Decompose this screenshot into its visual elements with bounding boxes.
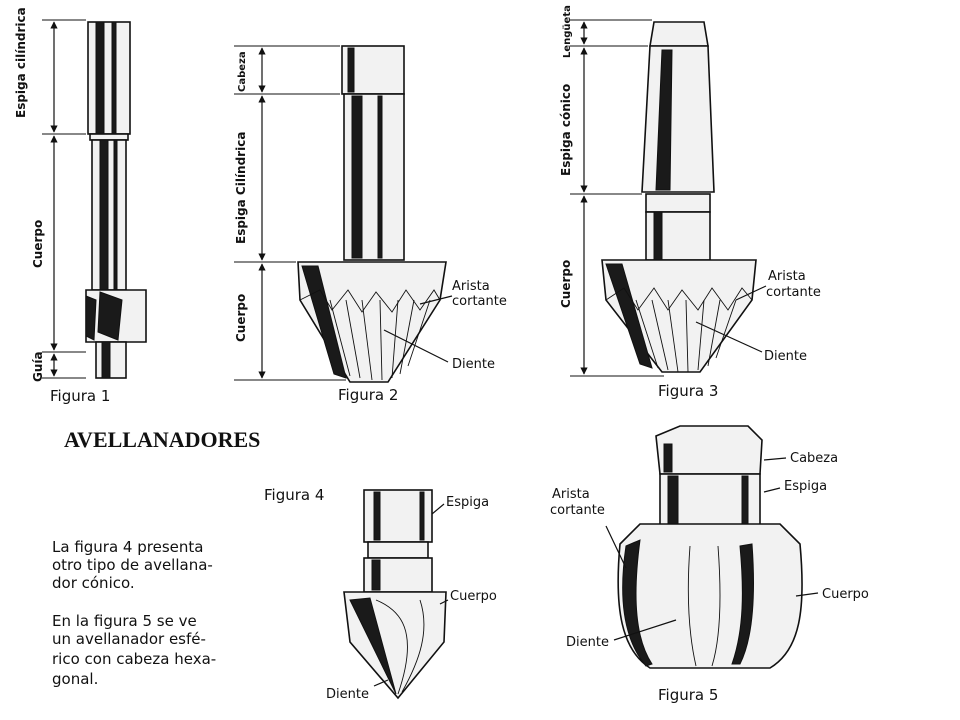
fig2-espiga-dim: Espiga Cilíndrica — [234, 132, 248, 244]
description-text: La figura 4 presenta otro tipo de avella… — [52, 538, 216, 688]
figure-1-dimensions: Espiga cilíndrica Cuerpo Guía — [14, 7, 86, 382]
figure-3-caption: Figura 3 — [658, 382, 718, 400]
figure-3: Lengüeta Espiga cónico Cuerpo Arista cor… — [559, 5, 821, 400]
text-line: un avellanador esfé- — [52, 630, 206, 648]
fig2-diente-label: Diente — [452, 357, 495, 372]
fig1-cuerpo-dim: Cuerpo — [31, 220, 45, 268]
figure-2-drawing — [297, 45, 447, 383]
figure-5: Cabeza Espiga Arista cortante Cuerpo Die… — [550, 425, 869, 704]
text-line: En la figura 5 se ve — [52, 612, 197, 630]
figure-2-dimensions: Cabeza Espiga Cilíndrica Cuerpo Arista c… — [234, 45, 507, 381]
figure-4: Figura 4 Espiga Cuerpo Diente — [264, 486, 497, 702]
fig4-diente-label: Diente — [326, 687, 369, 702]
fig1-espiga-dim: Espiga cilíndrica — [14, 7, 28, 118]
fig3-diente-label: Diente — [764, 349, 807, 364]
fig2-arista-label: Arista — [452, 279, 490, 294]
figure-4-caption: Figura 4 — [264, 486, 324, 504]
fig4-espiga-label: Espiga — [446, 495, 489, 510]
figure-1: Espiga cilíndrica Cuerpo Guía Figura 1 — [14, 7, 147, 405]
figure-5-caption: Figura 5 — [658, 686, 718, 704]
text-line: rico con cabeza hexa- — [52, 650, 216, 668]
figure-5-drawing — [617, 425, 803, 669]
figure-3-drawing — [601, 21, 757, 373]
figure-1-caption: Figura 1 — [50, 387, 110, 405]
page-title: AVELLANADORES — [64, 427, 260, 452]
fig2-cuerpo-dim: Cuerpo — [234, 294, 248, 342]
fig5-arista-label: Arista — [552, 487, 590, 502]
fig3-espiga-dim: Espiga cónico — [559, 84, 573, 176]
text-line: La figura 4 presenta — [52, 538, 203, 556]
fig5-diente-label: Diente — [566, 635, 609, 650]
fig3-cuerpo-dim: Cuerpo — [559, 260, 573, 308]
figure-1-drawing — [85, 21, 147, 379]
fig5-espiga-label: Espiga — [784, 479, 827, 494]
figure-2-caption: Figura 2 — [338, 386, 398, 404]
fig1-guia-dim: Guía — [31, 351, 45, 382]
text-line: gonal. — [52, 670, 98, 688]
fig2-cabeza-dim: Cabeza — [237, 51, 248, 92]
text-line: dor cónico. — [52, 574, 135, 592]
figure-2: Cabeza Espiga Cilíndrica Cuerpo Arista c… — [234, 45, 507, 404]
fig5-cabeza-label: Cabeza — [790, 451, 838, 466]
fig3-cortante-label: cortante — [766, 285, 821, 300]
fig2-cortante-label: cortante — [452, 294, 507, 309]
fig3-arista-label: Arista — [768, 269, 806, 284]
figure-4-drawing — [343, 489, 447, 700]
fig5-cuerpo-label: Cuerpo — [822, 587, 869, 602]
fig4-cuerpo-label: Cuerpo — [450, 589, 497, 604]
fig5-cortante-label: cortante — [550, 503, 605, 518]
fig3-lenguela-dim: Lengüeta — [562, 5, 573, 58]
figure-3-dimensions: Lengüeta Espiga cónico Cuerpo Arista cor… — [559, 5, 821, 377]
text-line: otro tipo de avellana- — [52, 556, 213, 574]
